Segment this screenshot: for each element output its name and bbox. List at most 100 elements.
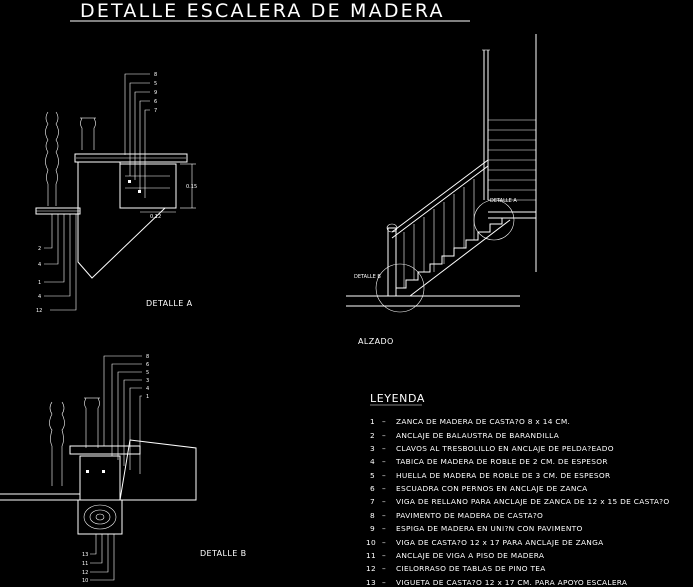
baluster-left-a: [45, 111, 49, 206]
legend-item: 9 – ESPIGA DE MADERA EN UNI?N CON PAVIME…: [370, 524, 583, 533]
svg-text:8: 8: [146, 354, 149, 360]
alzado-caption: ALZADO: [358, 337, 394, 346]
svg-text:3: 3: [370, 444, 375, 453]
svg-text:ANCLAJE DE BALAUSTRA DE BARAND: ANCLAJE DE BALAUSTRA DE BARANDILLA: [396, 431, 559, 440]
svg-text:VIGUETA DE CASTA?O 12 x 17 CM.: VIGUETA DE CASTA?O 12 x 17 CM. PARA APOY…: [396, 578, 627, 587]
svg-text:1: 1: [146, 394, 149, 400]
baluster-left-b: [49, 401, 53, 486]
svg-text:–: –: [382, 524, 386, 533]
svg-text:ZANCA DE MADERA DE CASTA?O 8 x: ZANCA DE MADERA DE CASTA?O 8 x 14 CM.: [396, 417, 570, 426]
svg-text:TABICA DE MADERA DE ROBLE DE 2: TABICA DE MADERA DE ROBLE DE 2 CM. DE ES…: [395, 457, 608, 466]
drawing-title: DETALLE ESCALERA DE MADERA: [70, 0, 470, 22]
svg-text:8: 8: [370, 511, 375, 520]
svg-text:12: 12: [36, 308, 42, 314]
landing-rails: [488, 119, 536, 201]
baluster-right-b: [84, 397, 87, 448]
svg-text:HUELLA DE MADERA DE ROBLE DE 3: HUELLA DE MADERA DE ROBLE DE 3 CM. DE ES…: [396, 471, 610, 480]
svg-text:CIELORRASO DE TABLAS DE PINO T: CIELORRASO DE TABLAS DE PINO TEA: [396, 564, 546, 573]
svg-text:2: 2: [370, 431, 375, 440]
svg-text:PAVIMENTO DE MADERA DE CASTA?O: PAVIMENTO DE MADERA DE CASTA?O: [396, 511, 543, 520]
legend-item: 11 – ANCLAJE DE VIGA A PISO DE MADERA: [366, 551, 544, 560]
svg-text:4: 4: [38, 294, 41, 300]
svg-text:5: 5: [370, 471, 375, 480]
alzado-detalle-a-label: DETALLE A: [490, 198, 517, 204]
svg-text:VIGA DE CASTA?O 12 x 17 PARA: VIGA DE CASTA?O 12 x 17 PARA ANCLAJE DE …: [396, 538, 604, 547]
detail-a-caption: DETALLE A: [146, 299, 193, 308]
svg-text:6: 6: [146, 362, 149, 368]
svg-text:12: 12: [366, 564, 376, 573]
detail-b-callouts-low: 13 11 12 10: [82, 552, 88, 584]
svg-text:11: 11: [82, 561, 88, 567]
svg-text:–: –: [382, 444, 386, 453]
detail-b-marker-circle: [375, 263, 425, 313]
svg-text:2: 2: [38, 246, 41, 252]
svg-text:8: 8: [154, 72, 157, 78]
stair-steps: [395, 218, 503, 296]
svg-text:1: 1: [370, 417, 375, 426]
legend-item: 6 – ESCUADRA CON PERNOS EN ANCLAJE DE ZA…: [370, 484, 588, 493]
legend-item: 8 – PAVIMENTO DE MADERA DE CASTA?O: [370, 511, 543, 520]
detail-a-leaders: [124, 73, 150, 198]
svg-text:ESCUADRA CON PERNOS EN ANCLAJE: ESCUADRA CON PERNOS EN ANCLAJE DE ZANCA: [396, 484, 588, 493]
baluster-right-a: [80, 117, 83, 150]
detail-b-caption: DETALLE B: [200, 549, 247, 558]
legend-item: 2 – ANCLAJE DE BALAUSTRA DE BARANDILLA: [370, 431, 559, 440]
svg-text:7: 7: [370, 497, 375, 506]
dimension-015: 0.15: [186, 184, 197, 190]
legend: LEYENDA 1 – ZANCA DE MADERA DE CASTA?O 8…: [366, 392, 670, 587]
svg-text:11: 11: [366, 551, 376, 560]
legend-item: 7 – VIGA DE RELLANO PARA ANCLAJE DE ZANC…: [370, 497, 670, 506]
landing-floor-a: [74, 153, 188, 163]
detail-b-drawing: 8 6 5 3 4 1 13 11 12 10 DETALLE B: [0, 354, 247, 584]
detail-a-leaders-left: [44, 214, 77, 311]
stringer-b: [119, 439, 197, 501]
svg-text:9: 9: [370, 524, 375, 533]
svg-text:–: –: [382, 578, 386, 587]
detail-b-leaders-low: [90, 534, 115, 581]
svg-text:13: 13: [82, 552, 88, 558]
stringer-a: [77, 161, 167, 279]
svg-text:3: 3: [146, 378, 149, 384]
svg-text:1: 1: [38, 280, 41, 286]
svg-text:5: 5: [146, 370, 149, 376]
svg-text:6: 6: [370, 484, 375, 493]
svg-text:13: 13: [366, 578, 376, 587]
svg-text:VIGA DE RELLANO PARA ANCLAJE D: VIGA DE RELLANO PARA ANCLAJE DE ZANCA DE…: [396, 497, 670, 506]
elevation-drawing: DETALLE A DETALLE B ALZADO: [346, 34, 537, 346]
landing-beam-b: [79, 455, 121, 501]
svg-text:4: 4: [370, 457, 375, 466]
detail-a-drawing: 0.15 0.12 8 5 9 6 7 2 4 1: [35, 72, 197, 314]
legend-heading: LEYENDA: [370, 392, 425, 405]
stringer-elevation: [409, 219, 511, 297]
legend-item: 3 – CLAVOS AL TRESBOLILLO EN ANCLAJE DE …: [370, 444, 614, 453]
detail-a-marker-circle: [473, 199, 515, 241]
legend-item: 12 – CIELORRASO DE TABLAS DE PINO TEA: [366, 564, 546, 573]
svg-text:CLAVOS AL TRESBOLILLO EN ANCLA: CLAVOS AL TRESBOLILLO EN ANCLAJE DE PELD…: [396, 444, 614, 453]
landing-beam-a: [119, 163, 177, 209]
svg-text:4: 4: [38, 262, 41, 268]
svg-text:12: 12: [82, 570, 88, 576]
svg-text:–: –: [382, 484, 386, 493]
detail-b-leaders: [103, 355, 142, 474]
legend-item: 13 – VIGUETA DE CASTA?O 12 x 17 CM. PARA…: [366, 578, 627, 587]
svg-text:–: –: [382, 431, 386, 440]
svg-text:–: –: [382, 551, 386, 560]
handrail: [391, 159, 489, 233]
detail-a-callouts-right: 8 5 9 6 7: [154, 72, 157, 114]
legend-item: 5 – HUELLA DE MADERA DE ROBLE DE 3 CM. D…: [370, 471, 610, 480]
svg-text:–: –: [382, 457, 386, 466]
svg-text:–: –: [382, 471, 386, 480]
svg-text:10: 10: [366, 538, 376, 547]
detail-a-callouts-left: 2 4 1 4 12: [36, 246, 42, 314]
newel-post: [387, 227, 397, 297]
stair-balusters: [403, 179, 475, 288]
alzado-detalle-b-label: DETALLE B: [354, 274, 381, 280]
svg-text:–: –: [382, 417, 386, 426]
svg-text:ANCLAJE DE VIGA A PISO DE MADE: ANCLAJE DE VIGA A PISO DE MADERA: [396, 551, 544, 560]
svg-text:4: 4: [146, 386, 149, 392]
svg-text:ESPIGA DE MADERA EN UNI?N CON: ESPIGA DE MADERA EN UNI?N CON PAVIMENTO: [396, 524, 583, 533]
legend-item: 4 – TABICA DE MADERA DE ROBLE DE 2 CM. D…: [370, 457, 608, 466]
svg-text:6: 6: [154, 99, 157, 105]
legend-item: 1 – ZANCA DE MADERA DE CASTA?O 8 x 14 CM…: [370, 417, 570, 426]
legend-item: 10 – VIGA DE CASTA?O 12 x 17 PARA ANCLAJ…: [366, 538, 604, 547]
